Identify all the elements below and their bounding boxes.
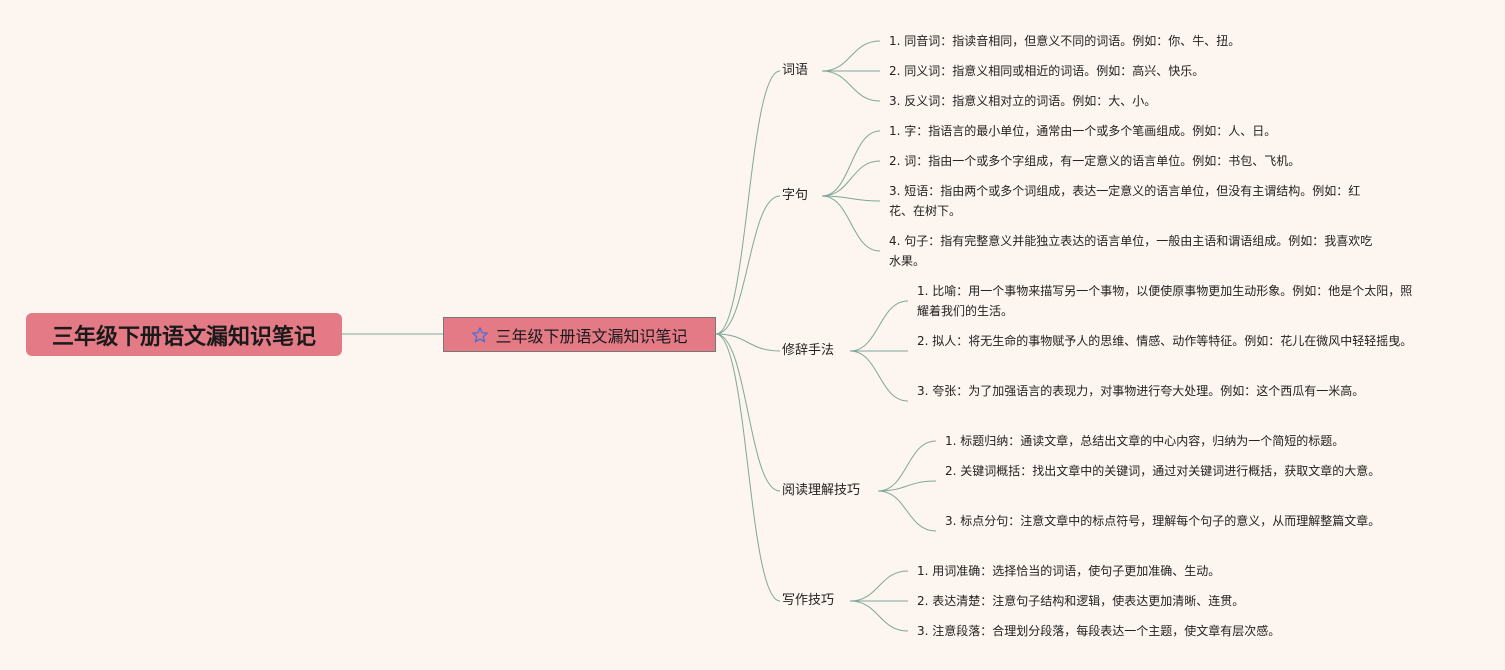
branch-connector xyxy=(715,333,781,602)
leaf-connector xyxy=(849,600,909,632)
leaf-item[interactable]: 2. 拟人：将无生命的事物赋予人的思维、情感、动作等特征。例如：花儿在微风中轻轻… xyxy=(917,334,1413,348)
branch-label: 写作技巧 xyxy=(782,593,835,608)
branch-node-characters-sentences[interactable]: 字句 xyxy=(780,186,811,206)
leaf-connector xyxy=(821,195,881,202)
center-label: 三年级下册语文漏知识笔记 xyxy=(495,326,688,346)
leaf-connector xyxy=(821,130,881,197)
center-node[interactable]: 三年级下册语文漏知识笔记 xyxy=(443,317,716,352)
leaf-item[interactable]: 3. 反义词：指意义相对立的词语。例如：大、小。 xyxy=(889,94,1157,108)
branch-connector xyxy=(715,195,781,335)
branch-label: 字句 xyxy=(782,188,809,203)
branch-connector xyxy=(715,333,781,492)
leaf-item[interactable]: 1. 用词准确：选择恰当的词语，使句子更加准确、生动。 xyxy=(917,564,1221,578)
leaf-item[interactable]: 3. 短语：指由两个或多个词组成，表达一定意义的语言单位，但没有主谓结构。例如：… xyxy=(889,184,1361,218)
root-node[interactable]: 三年级下册语文漏知识笔记 xyxy=(26,313,342,356)
branch-connector xyxy=(715,70,781,335)
branch-label: 阅读理解技巧 xyxy=(782,483,861,498)
leaf-item[interactable]: 2. 同义词：指意义相同或相近的词语。例如：高兴、快乐。 xyxy=(889,64,1205,78)
leaf-item[interactable]: 2. 词：指由一个或多个字组成，有一定意义的语言单位。例如：书包、飞机。 xyxy=(889,154,1301,168)
leaf-connector xyxy=(877,440,937,492)
leaf-connector xyxy=(821,195,881,252)
branch-label: 修辞手法 xyxy=(782,343,835,358)
leaf-connector xyxy=(821,40,881,72)
leaf-item[interactable]: 3. 标点分句：注意文章中的标点符号，理解每个句子的意义，从而理解整篇文章。 xyxy=(945,514,1381,528)
branch-label: 词语 xyxy=(782,63,809,78)
leaf-item[interactable]: 1. 字：指语言的最小单位，通常由一个或多个笔画组成。例如：人、日。 xyxy=(889,124,1277,138)
leaf-item[interactable]: 3. 注意段落：合理划分段落，每段表达一个主题，使文章有层次感。 xyxy=(917,624,1281,638)
leaf-item[interactable]: 1. 同音词：指读音相同，但意义不同的词语。例如：你、牛、扭。 xyxy=(889,34,1241,48)
leaf-connector xyxy=(849,570,909,602)
leaf-connector xyxy=(877,480,937,492)
leaf-connector xyxy=(821,70,881,102)
branch-node-reading-skills[interactable]: 阅读理解技巧 xyxy=(780,481,863,501)
root-label: 三年级下册语文漏知识笔记 xyxy=(51,324,316,350)
branch-node-rhetoric[interactable]: 修辞手法 xyxy=(780,341,837,361)
leaf-item[interactable]: 1. 比喻：用一个事物来描写另一个事物，以便使原事物更加生动形象。例如：他是个太… xyxy=(917,284,1413,318)
branch-node-writing-skills[interactable]: 写作技巧 xyxy=(780,591,837,611)
leaf-connector xyxy=(849,350,909,402)
branch-connector xyxy=(715,333,781,352)
leaf-item[interactable]: 2. 表达清楚：注意句子结构和逻辑，使表达更加清晰、连贯。 xyxy=(917,594,1245,608)
leaf-item[interactable]: 4. 句子：指有完整意义并能独立表达的语言单位，一般由主语和谓语组成。例如：我喜… xyxy=(889,234,1373,268)
leaf-connector xyxy=(849,300,909,352)
leaf-item[interactable]: 1. 标题归纳：通读文章，总结出文章的中心内容，归纳为一个简短的标题。 xyxy=(945,434,1345,448)
branch-node-words[interactable]: 词语 xyxy=(780,61,811,81)
leaf-item[interactable]: 3. 夸张：为了加强语言的表现力，对事物进行夸大处理。例如：这个西瓜有一米高。 xyxy=(917,384,1365,398)
leaf-connector xyxy=(877,490,937,532)
star-icon xyxy=(471,326,489,344)
leaf-connector xyxy=(821,160,881,197)
leaf-item[interactable]: 2. 关键词概括：找出文章中的关键词，通过对关键词进行概括，获取文章的大意。 xyxy=(945,464,1381,478)
